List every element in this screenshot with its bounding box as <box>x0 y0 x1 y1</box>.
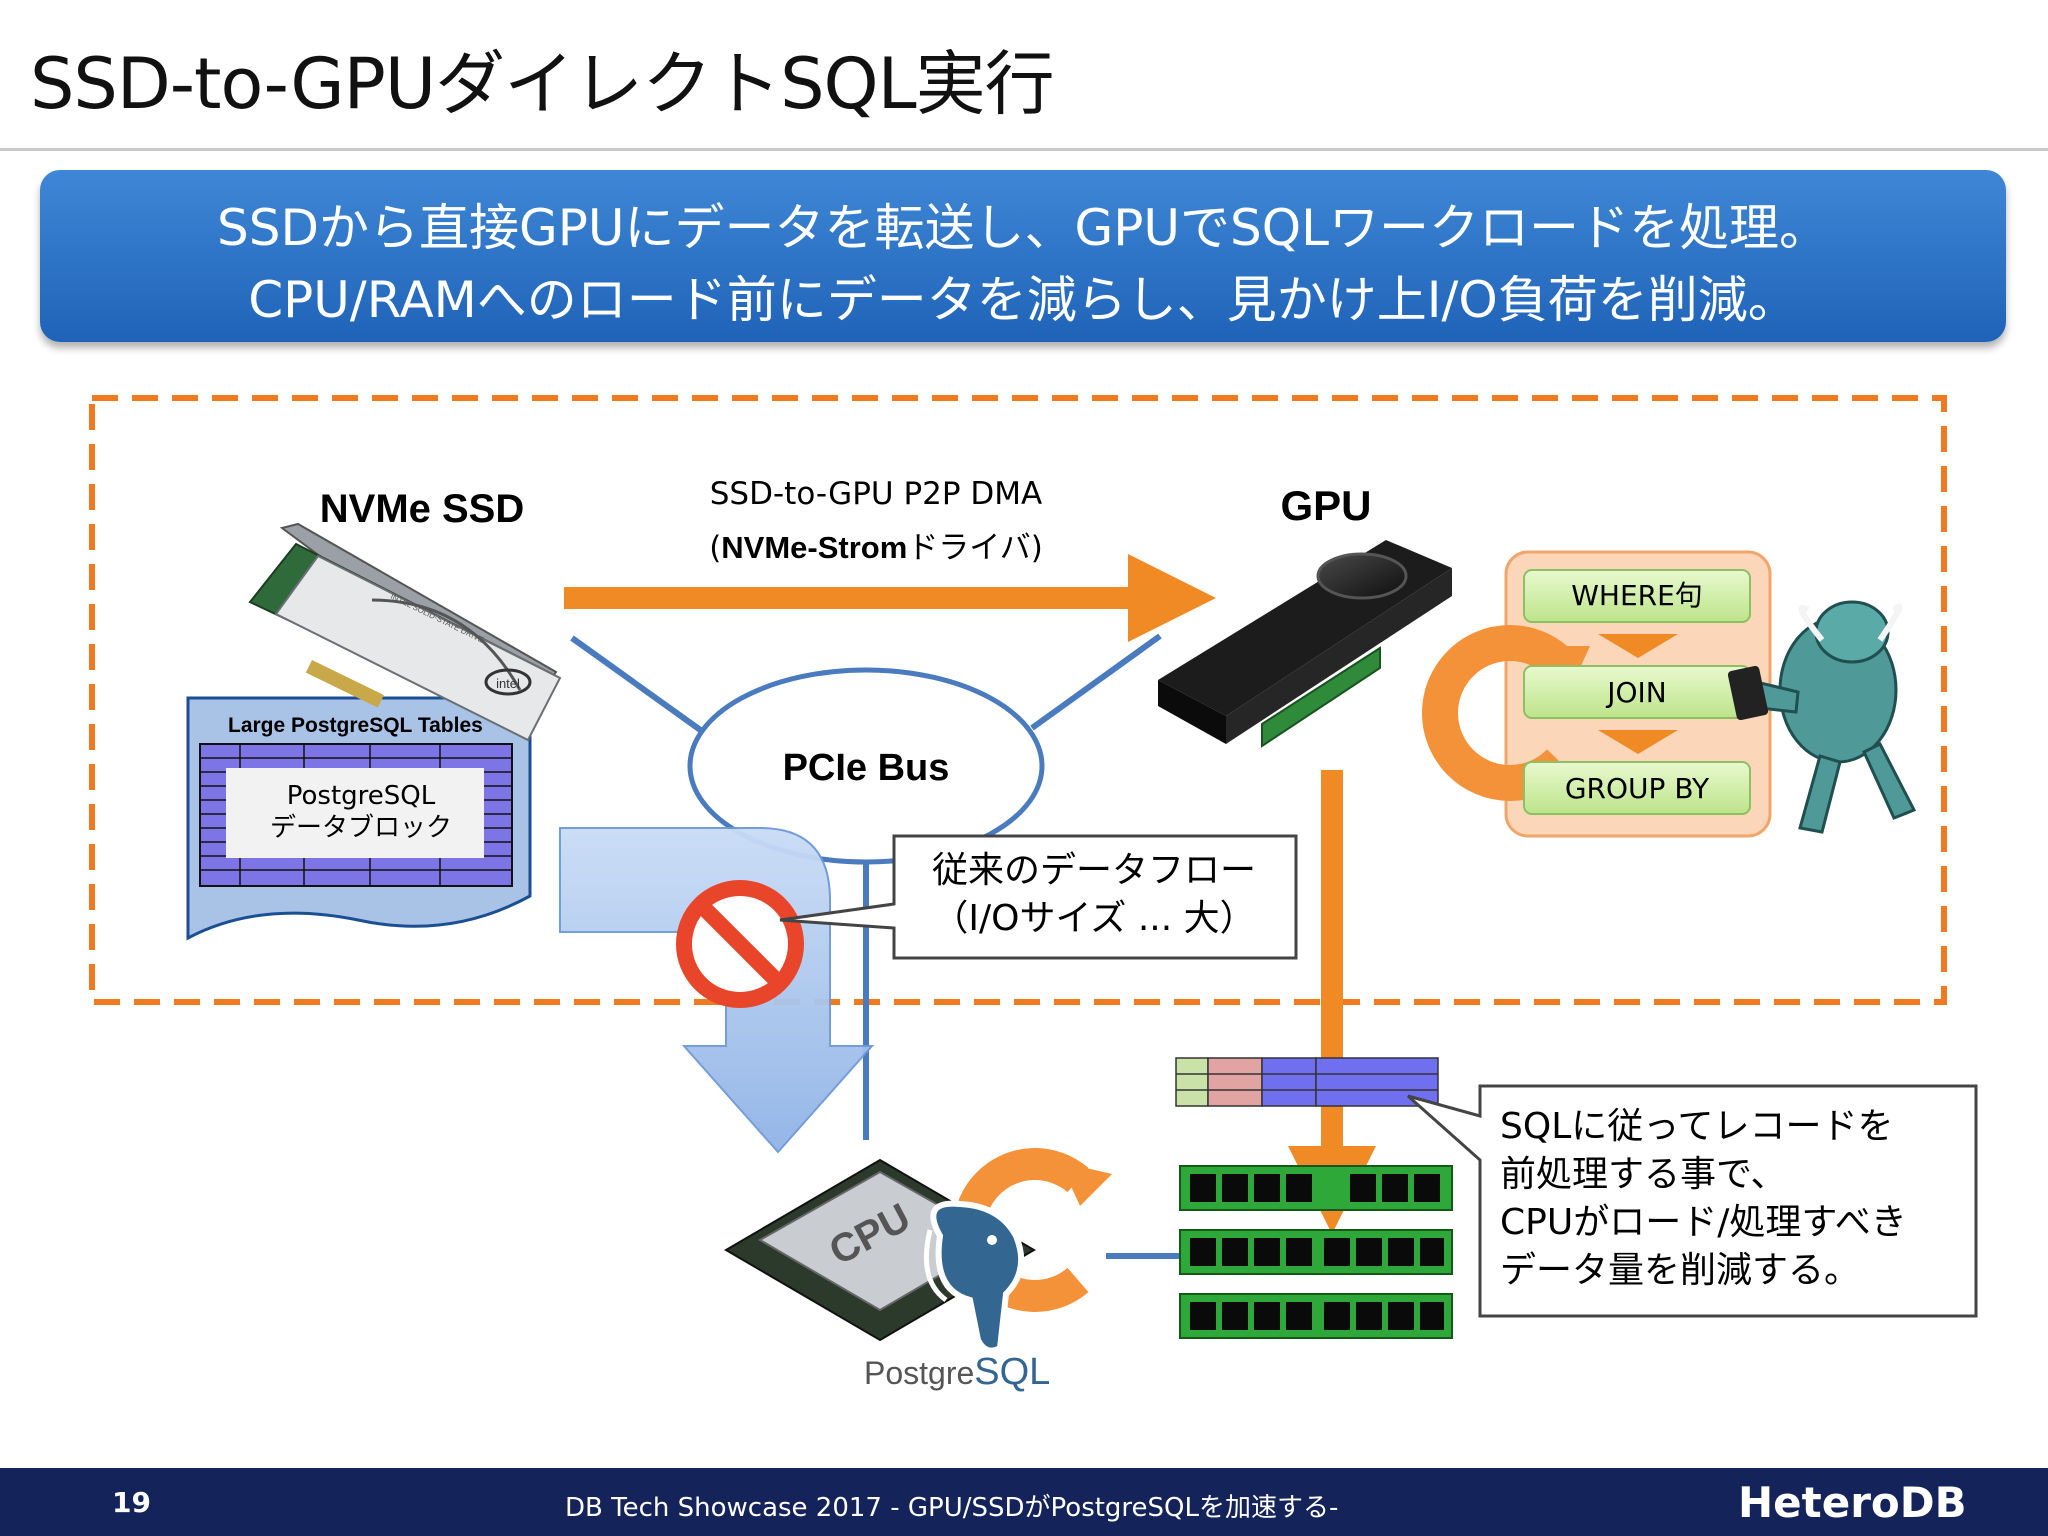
dma-paren-open: ( <box>709 530 721 566</box>
postgresql-table-document <box>186 696 532 941</box>
pipeline-step-groupby: GROUP BY <box>1523 761 1751 815</box>
nvme-ssd-label: NVMe SSD <box>320 487 525 531</box>
footer-caption: DB Tech Showcase 2017 - GPU/SSDがPostgreS… <box>565 1493 1339 1523</box>
nvme-strom-label: NVMe-Strom <box>721 530 907 565</box>
callout-sql-line3: CPUがロード/処理すべき <box>1500 1202 1907 1243</box>
page-number: 19 <box>112 1486 151 1519</box>
step-label-join: JOIN <box>1605 676 1667 709</box>
data-block-label-1: PostgreSQL <box>287 781 436 811</box>
gpu-cycle-arrow <box>1422 625 1573 801</box>
callout-sql-line4: データ量を削減する。 <box>1500 1250 1860 1291</box>
callout-sql-line1: SQLに従ってレコードを <box>1500 1106 1893 1147</box>
banner-line-1: SSDから直接GPUにデータを転送し、GPUでSQLワークロードを処理。 <box>217 199 1829 257</box>
dma-driver-label: ドライバ <box>907 530 1030 566</box>
callout-sql-preprocess <box>1407 1084 1978 1318</box>
callout-sql-line2: 前処理する事で、 <box>1500 1154 1787 1195</box>
postgresql-logo-suffix: SQL <box>974 1351 1050 1393</box>
cpu-cycle-arrowhead <box>1060 1162 1112 1206</box>
pipeline-arrow-1 <box>1598 634 1678 658</box>
pipeline-step-where: WHERE句 <box>1523 569 1751 623</box>
heterodb-logo: HeteroDB <box>1738 1478 1967 1527</box>
pipeline-arrow-2 <box>1598 730 1678 754</box>
postgresql-logo-prefix: Postgre <box>864 1355 974 1391</box>
gpu-card-icon <box>1158 540 1452 748</box>
callout-traditional-line1: 従来のデータフロー <box>932 850 1256 891</box>
summary-banner: SSDから直接GPUにデータを転送し、GPUでSQLワークロードを処理。 CPU… <box>40 170 2006 342</box>
postgresql-logo-text: PostgreSQL <box>864 1351 1050 1393</box>
callout-traditional-line2: （I/Oサイズ ... 大） <box>932 898 1255 939</box>
slide-title: SSD-to-GPUダイレクトSQL実行 <box>30 43 1055 125</box>
postgresql-elephant-icon <box>923 1200 1025 1354</box>
traditional-flow-arrow <box>559 827 875 1154</box>
footer-bar: 19 DB Tech Showcase 2017 - GPU/SSDがPostg… <box>0 1468 2048 1536</box>
banner-line-2: CPU/RAMへのロード前にデータを減らし、見かけ上I/O負荷を削減。 <box>248 271 1798 329</box>
elephant-mascot-icon <box>1727 600 1917 834</box>
record-strip <box>1175 1057 1439 1107</box>
pcie-bus <box>687 667 1045 865</box>
nvme-ssd-icon: intel INTEL SOLID-STATE DRIVE <box>248 522 562 742</box>
ram-modules-icon <box>1179 1165 1453 1339</box>
bus-link-gpu <box>1030 633 1162 731</box>
pcie-bus-label: PCIe Bus <box>783 747 950 789</box>
prohibited-icon <box>676 880 804 1008</box>
data-block-label-2: データブロック <box>270 813 452 843</box>
dma-label-line2: (NVMe-Stromドライバ) <box>709 530 1043 566</box>
dma-paren-close: ) <box>1031 530 1043 566</box>
step-label-where: WHERE句 <box>1571 579 1703 612</box>
dashed-boundary <box>89 395 1947 1005</box>
title-divider <box>0 148 2048 151</box>
dma-label-line1: SSD-to-GPU P2P DMA <box>710 476 1042 512</box>
bus-link-ssd <box>570 635 708 737</box>
gpu-label: GPU <box>1280 482 1371 529</box>
pipeline-step-join: JOIN <box>1523 665 1751 719</box>
step-label-groupby: GROUP BY <box>1565 772 1710 805</box>
callout-traditional-flow <box>779 834 1298 960</box>
intel-logo: intel <box>496 676 520 691</box>
table-title: Large PostgreSQL Tables <box>228 714 483 737</box>
